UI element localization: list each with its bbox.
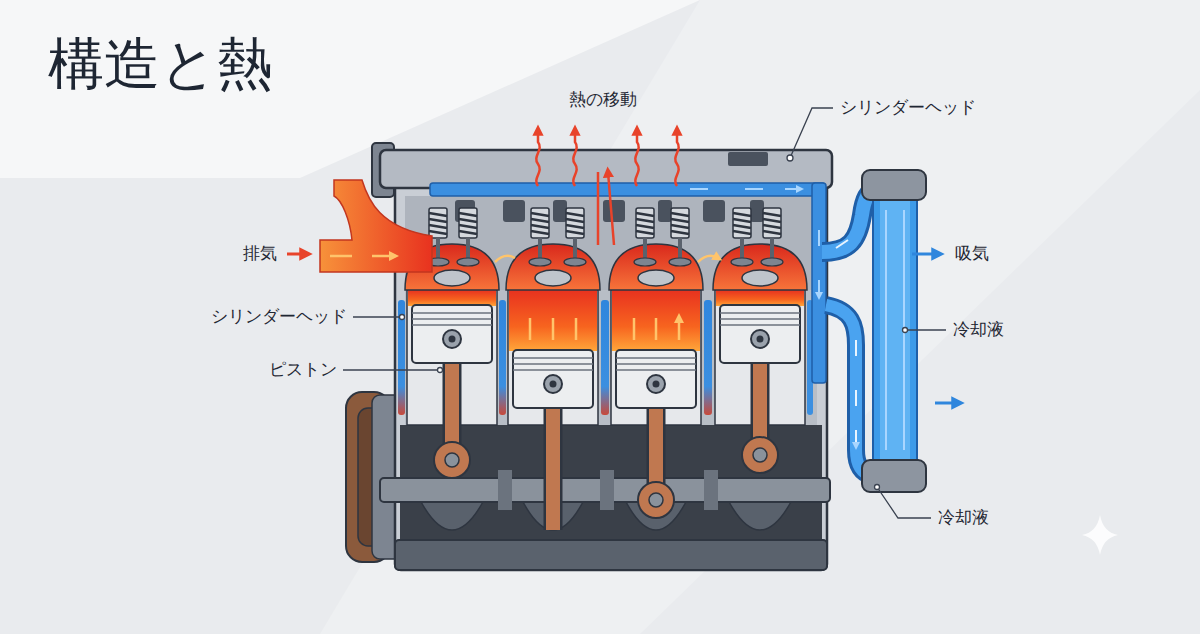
valve-spring [761, 208, 783, 266]
radiator [862, 460, 926, 492]
coolant-channel [601, 300, 609, 415]
leader-line [905, 329, 946, 330]
flow-label: 吸気 [955, 243, 989, 263]
connecting-rod [638, 482, 674, 518]
engine-block [395, 180, 827, 570]
background [320, 0, 1200, 634]
diagram-title: 構造と熱 [48, 30, 273, 97]
flow-label: 排気 [243, 243, 277, 263]
flow-arrow [935, 402, 958, 405]
connecting-rod [434, 442, 470, 478]
cylinder-block [611, 290, 701, 425]
valve-block [658, 200, 672, 222]
valve-block [750, 200, 764, 222]
flow-arrow [287, 254, 958, 403]
leader-line [438, 368, 443, 373]
connecting-rod [445, 453, 459, 467]
crankcase [395, 540, 827, 570]
radiator [862, 170, 926, 200]
combustion-chamber [609, 244, 703, 290]
leader-line [787, 155, 793, 161]
leader-line [343, 108, 946, 518]
coolant-channel [704, 300, 712, 415]
valve-spring [457, 208, 479, 266]
cylinder-block [408, 290, 496, 306]
combustion-chamber [405, 244, 807, 290]
part-label: シリンダーヘッド [840, 97, 976, 117]
radiator [886, 210, 904, 450]
crankcase [498, 470, 512, 510]
piston [616, 350, 696, 408]
cylinder-block [508, 290, 598, 425]
heat-flow-label: 熱の移動 [569, 89, 637, 109]
part-label: 冷却液 [953, 319, 1004, 339]
valve-spring [529, 208, 551, 266]
valve-spring [634, 208, 656, 266]
heat-arrow [598, 172, 614, 245]
piston [412, 305, 800, 408]
flow-arrow [287, 253, 306, 256]
part-label: ピストン [269, 359, 337, 379]
engine-block [372, 143, 832, 570]
engine-block [728, 152, 768, 166]
exhaust-pipe [320, 180, 432, 272]
cylinder-block [716, 290, 804, 306]
valve-block [603, 200, 625, 222]
coolant-channel [499, 300, 506, 415]
valve-spring [564, 208, 586, 266]
crankcase [600, 470, 614, 510]
connecting-rod [434, 339, 778, 530]
piston [720, 305, 800, 363]
connecting-rod [742, 437, 778, 473]
crankcase [704, 470, 718, 510]
coolant-hose [826, 305, 872, 476]
coolant-hose [822, 188, 878, 476]
valve-spring [669, 208, 691, 266]
valve-block [503, 200, 525, 222]
connecting-rod [753, 448, 767, 462]
heat-arrow [635, 130, 638, 186]
valve-block [553, 200, 567, 222]
heat-arrow [573, 130, 576, 186]
part-label: 冷却液 [938, 507, 989, 527]
leader-line [343, 369, 440, 370]
crankcase [380, 425, 830, 570]
piston [513, 350, 593, 408]
piston [412, 305, 492, 363]
heat-arrow [536, 130, 539, 186]
coolant-channel [690, 188, 800, 190]
heat-arrow [675, 130, 678, 186]
leader-line [400, 315, 405, 320]
coolant-channel [818, 230, 820, 296]
exhaust-pipe [330, 255, 394, 258]
flow-arrow [912, 253, 938, 256]
radiator [880, 200, 910, 460]
radiator [862, 170, 926, 492]
leader-line [875, 485, 880, 490]
background [1082, 515, 1118, 555]
connecting-rod [649, 493, 663, 507]
leader-line [903, 328, 908, 333]
heat-arrow [536, 130, 678, 245]
part-label: シリンダーヘッド [211, 306, 347, 326]
leader-line [353, 316, 402, 317]
leader-line [790, 108, 833, 158]
coolant-hose [836, 240, 856, 446]
combustion-chamber [713, 244, 807, 290]
valve-spring [427, 208, 783, 266]
combustion-chamber [506, 244, 600, 290]
exhaust-pipe [320, 180, 432, 272]
coolant-channel [430, 183, 825, 196]
valve-spring [731, 208, 753, 266]
leader-line [877, 487, 931, 518]
coolant-channel [812, 183, 826, 383]
valve-block [703, 200, 725, 222]
coolant-hose [826, 305, 872, 476]
coolant-channel [398, 300, 405, 415]
